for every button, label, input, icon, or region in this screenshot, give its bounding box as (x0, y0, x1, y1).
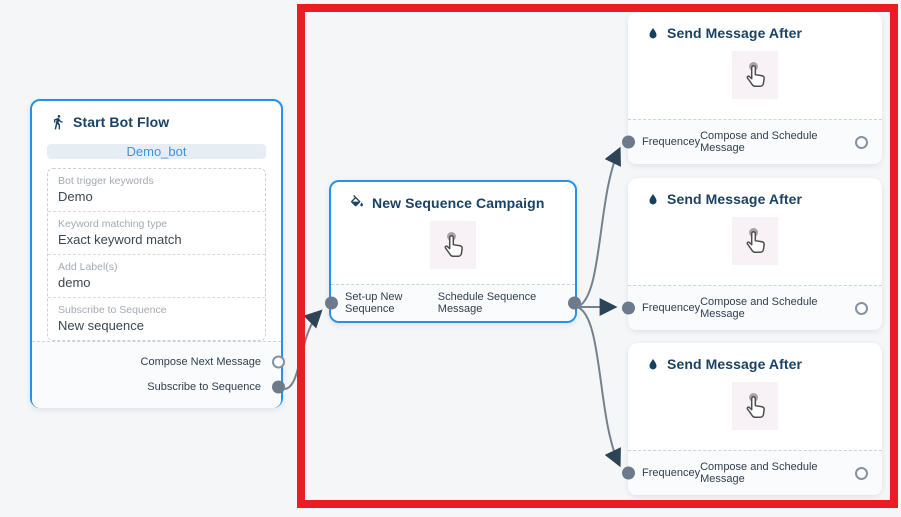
node-title: Send Message After (667, 356, 803, 372)
node-send-message-after-3[interactable]: Send Message After Frequencey Compose an… (622, 343, 882, 495)
node-title: Send Message After (667, 25, 803, 41)
field-keyword-matching-type[interactable]: Keyword matching type Exact keyword matc… (48, 212, 265, 255)
paint-bucket-icon (349, 195, 365, 211)
field-label: Subscribe to Sequence (58, 304, 167, 316)
node-header: New Sequence Campaign (331, 182, 575, 217)
water-drop-icon (646, 26, 660, 41)
input-label: Frequencey (642, 467, 701, 479)
field-label: Add Label(s) (58, 261, 118, 273)
field-value: New sequence (58, 318, 144, 333)
walking-person-icon (50, 114, 66, 130)
node-header: Send Message After (628, 343, 882, 378)
output-label: Subscribe to Sequence (147, 380, 261, 393)
tap-hand-icon[interactable] (732, 51, 778, 99)
output-port-schedule-sequence-message[interactable] (568, 296, 581, 310)
water-drop-icon (646, 357, 660, 372)
field-bot-trigger-keywords[interactable]: Bot trigger keywords Demo (48, 169, 265, 212)
node-title: Send Message After (667, 191, 803, 207)
field-value: Exact keyword match (58, 232, 182, 247)
input-port-frequency[interactable] (622, 301, 635, 315)
node-new-sequence-campaign[interactable]: New Sequence Campaign Set-up New Sequenc… (325, 180, 581, 323)
output-port-compose-schedule[interactable] (855, 466, 868, 480)
node-send-message-after-1[interactable]: Send Message After Frequencey Compose an… (622, 12, 882, 164)
tap-hand-icon[interactable] (732, 382, 778, 430)
input-port-frequency[interactable] (622, 466, 635, 480)
node-send-message-after-2[interactable]: Send Message After Frequencey Compose an… (622, 178, 882, 330)
output-port-compose-next-message[interactable] (272, 355, 285, 368)
node-title: Start Bot Flow (73, 114, 170, 130)
output-label: Schedule Sequence Message (437, 291, 537, 315)
node-footer: Frequencey Compose and Schedule Message (622, 285, 882, 330)
input-label: Set-up New Sequence (345, 291, 403, 315)
node-header: Start Bot Flow (32, 101, 281, 136)
field-label: Bot trigger keywords (58, 175, 154, 187)
field-list: Bot trigger keywords Demo Keyword matchi… (47, 168, 266, 341)
field-value: demo (58, 275, 91, 290)
output-row-subscribe-to-sequence: Subscribe to Sequence (32, 374, 285, 399)
output-label: Compose Next Message (140, 355, 261, 368)
input-label: Frequencey (642, 302, 701, 314)
output-label: Compose and Schedule Message (700, 461, 818, 485)
node-header: Send Message After (628, 12, 882, 47)
output-label: Compose and Schedule Message (700, 130, 818, 154)
output-row-compose-next-message: Compose Next Message (32, 349, 285, 374)
node-header: Send Message After (628, 178, 882, 213)
node-title: New Sequence Campaign (372, 195, 545, 211)
output-port-compose-schedule[interactable] (855, 135, 868, 149)
node-start-bot-flow[interactable]: Start Bot Flow Demo_bot Bot trigger keyw… (30, 99, 285, 408)
field-add-labels[interactable]: Add Label(s) demo (48, 255, 265, 298)
field-value: Demo (58, 189, 93, 204)
output-port-subscribe-to-sequence[interactable] (272, 380, 285, 393)
node-footer: Set-up New Sequence Schedule Sequence Me… (325, 284, 581, 321)
node-footer: Frequencey Compose and Schedule Message (622, 119, 882, 164)
field-subscribe-to-sequence[interactable]: Subscribe to Sequence New sequence (48, 298, 265, 340)
input-label: Frequencey (642, 136, 701, 148)
output-label: Compose and Schedule Message (700, 296, 818, 320)
tap-hand-icon[interactable] (430, 221, 476, 269)
tap-hand-icon[interactable] (732, 217, 778, 265)
input-port-setup-new-sequence[interactable] (325, 296, 338, 310)
input-port-frequency[interactable] (622, 135, 635, 149)
water-drop-icon (646, 192, 660, 207)
field-label: Keyword matching type (58, 218, 168, 230)
node-footer: Frequencey Compose and Schedule Message (622, 450, 882, 495)
node-footer: Compose Next Message Subscribe to Sequen… (32, 341, 285, 408)
output-port-compose-schedule[interactable] (855, 301, 868, 315)
bot-name-button[interactable]: Demo_bot (47, 144, 266, 159)
